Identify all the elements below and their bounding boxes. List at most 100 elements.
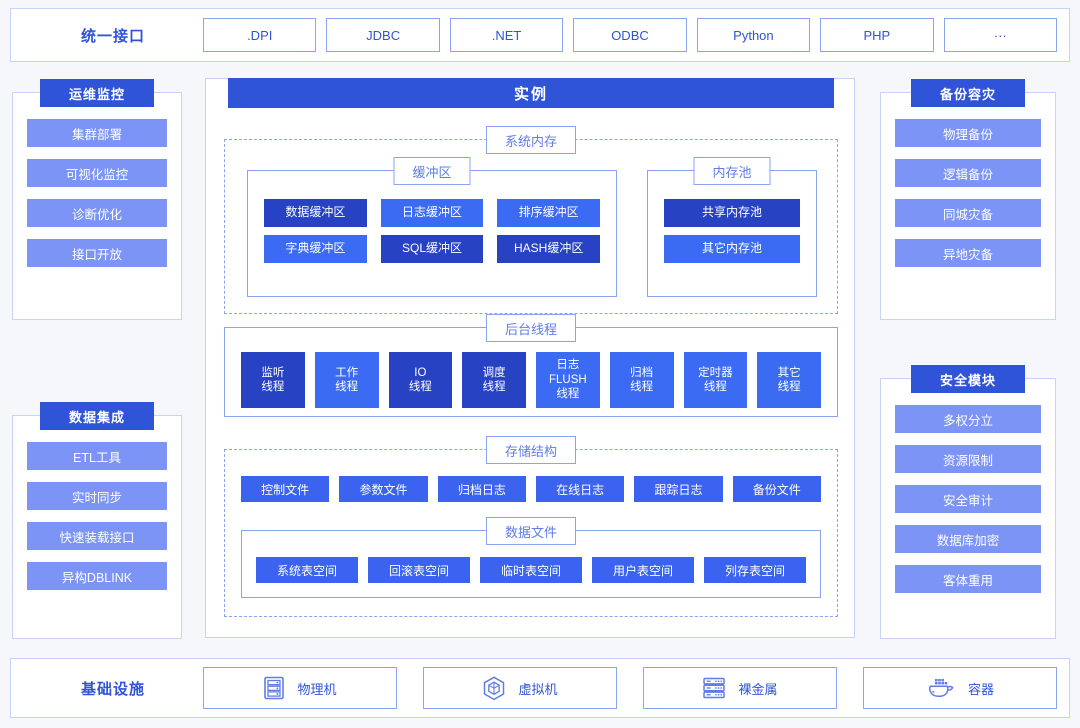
- panel-security-title: 安全模块: [911, 365, 1025, 393]
- file-parameter[interactable]: 参数文件: [339, 476, 428, 502]
- infra-virtual-machine-label: 虚拟机: [518, 681, 558, 697]
- interface-chip-dpi[interactable]: .DPI: [203, 18, 317, 52]
- sidebar-item-security-audit[interactable]: 安全审计: [895, 485, 1041, 513]
- section-storage-structure-caption: 存储结构: [485, 436, 577, 464]
- file-trace-log[interactable]: 跟踪日志: [634, 476, 723, 502]
- buffer-box-grid: 数据缓冲区 日志缓冲区 排序缓冲区 字典缓冲区 SQL缓冲区 HASH缓冲区: [248, 171, 616, 277]
- infrastructure-chip-list: 物理机 虚拟机: [203, 667, 1057, 709]
- file-control[interactable]: 控制文件: [241, 476, 330, 502]
- file-backup[interactable]: 备份文件: [732, 476, 821, 502]
- section-memory-pool: 内存池 共享内存池 其它内存池: [647, 157, 817, 297]
- infra-virtual-machine[interactable]: 虚拟机: [423, 667, 617, 709]
- unified-interface-bar: 统一接口 .DPI JDBC .NET ODBC Python PHP ···: [10, 8, 1070, 62]
- cube-icon: [482, 676, 506, 701]
- interface-chip-list: .DPI JDBC .NET ODBC Python PHP ···: [203, 18, 1057, 52]
- buffer-log[interactable]: 日志缓冲区: [380, 199, 484, 227]
- tablespace-system[interactable]: 系统表空间: [256, 557, 358, 583]
- infra-physical-machine-label: 物理机: [297, 681, 337, 697]
- interface-chip-odbc[interactable]: ODBC: [573, 18, 687, 52]
- infrastructure-title: 基础设施: [80, 680, 145, 698]
- section-storage-structure: 存储结构 控制文件 参数文件 归档日志 在线日志 跟踪日志 备份文件 数据文件 …: [224, 436, 838, 617]
- sidebar-item-object-reuse[interactable]: 客体重用: [895, 565, 1041, 593]
- docker-whale-icon: [926, 676, 956, 700]
- thread-archive[interactable]: 归档线程: [609, 352, 674, 408]
- interface-chip-more[interactable]: ···: [943, 18, 1057, 52]
- infra-physical-machine[interactable]: 物理机: [203, 667, 397, 709]
- buffer-hash[interactable]: HASH缓冲区: [497, 235, 600, 263]
- sidebar-item-hetero-dblink[interactable]: 异构DBLINK: [27, 562, 167, 590]
- thread-worker[interactable]: 工作线程: [314, 352, 379, 408]
- interface-chip-php[interactable]: PHP: [820, 18, 934, 52]
- thread-scheduler[interactable]: 调度线程: [462, 352, 526, 408]
- file-archive-log[interactable]: 归档日志: [437, 476, 526, 502]
- sidebar-item-fast-load[interactable]: 快速装载接口: [27, 522, 167, 550]
- sidebar-item-remote-dr[interactable]: 异地灾备: [895, 239, 1041, 267]
- panel-ops-monitoring: 运维监控 集群部署 可视化监控 诊断优化 接口开放: [12, 79, 182, 320]
- pool-shared[interactable]: 共享内存池: [664, 199, 800, 227]
- buffer-data[interactable]: 数据缓冲区: [264, 199, 367, 227]
- tablespace-column[interactable]: 列存表空间: [704, 557, 806, 583]
- section-system-memory-caption: 系统内存: [485, 126, 577, 154]
- sidebar-item-diagnose-optimize[interactable]: 诊断优化: [27, 199, 167, 227]
- sidebar-item-cluster-deploy[interactable]: 集群部署: [27, 119, 167, 147]
- section-system-memory: 系统内存 缓冲区 数据缓冲区 日志缓冲区 排序缓冲区 字典缓冲区 SQL缓冲区 …: [224, 126, 838, 314]
- sidebar-item-open-interface[interactable]: 接口开放: [27, 239, 167, 267]
- sidebar-item-local-dr[interactable]: 同城灾备: [895, 199, 1041, 227]
- tablespace-temp[interactable]: 临时表空间: [480, 557, 582, 583]
- interface-chip-net[interactable]: .NET: [449, 18, 564, 52]
- sidebar-item-db-encryption[interactable]: 数据库加密: [895, 525, 1041, 553]
- sidebar-item-physical-backup[interactable]: 物理备份: [895, 119, 1041, 147]
- thread-listener[interactable]: 监听线程: [241, 352, 305, 408]
- panel-backup-dr-body: 备份容灾 物理备份 逻辑备份 同城灾备 异地灾备: [880, 79, 1056, 320]
- infra-container[interactable]: 容器: [863, 667, 1057, 709]
- pool-other[interactable]: 其它内存池: [664, 235, 800, 263]
- interface-chip-python[interactable]: Python: [696, 18, 811, 52]
- infra-bare-metal[interactable]: 裸金属: [643, 667, 837, 709]
- section-background-threads-caption: 后台线程: [485, 314, 577, 342]
- server-rack-icon: [263, 676, 285, 700]
- buffer-sql[interactable]: SQL缓冲区: [380, 235, 484, 263]
- tablespace-user[interactable]: 用户表空间: [592, 557, 694, 583]
- sidebar-item-etl-tool[interactable]: ETL工具: [27, 442, 167, 470]
- section-data-file-caption: 数据文件: [485, 517, 577, 545]
- instance-panel: 实例 系统内存 缓冲区 数据缓冲区 日志缓冲区 排序缓冲区 字典缓冲区 SQL缓…: [205, 78, 855, 638]
- panel-security-body: 安全模块 多权分立 资源限制 安全审计 数据库加密 客体重用: [880, 365, 1056, 639]
- panel-data-integration-body: 数据集成 ETL工具 实时同步 快速装载接口 异构DBLINK: [12, 402, 182, 639]
- infra-bare-metal-label: 裸金属: [738, 681, 778, 697]
- infra-container-label: 容器: [967, 681, 994, 697]
- section-memory-pool-caption: 内存池: [693, 157, 771, 185]
- file-online-log[interactable]: 在线日志: [535, 476, 625, 502]
- section-buffer: 缓冲区 数据缓冲区 日志缓冲区 排序缓冲区 字典缓冲区 SQL缓冲区 HASH缓…: [247, 157, 617, 297]
- sidebar-item-visual-monitor[interactable]: 可视化监控: [27, 159, 167, 187]
- sidebar-item-realtime-sync[interactable]: 实时同步: [27, 482, 167, 510]
- storage-file-row: 控制文件 参数文件 归档日志 在线日志 跟踪日志 备份文件: [225, 450, 837, 502]
- panel-security: 安全模块 多权分立 资源限制 安全审计 数据库加密 客体重用: [880, 365, 1056, 639]
- sidebar-item-separation-of-powers[interactable]: 多权分立: [895, 405, 1041, 433]
- panel-ops-monitoring-body: 运维监控 集群部署 可视化监控 诊断优化 接口开放: [12, 79, 182, 320]
- thread-other[interactable]: 其它线程: [757, 352, 821, 408]
- server-stack-icon: [702, 676, 726, 700]
- panel-data-integration-title: 数据集成: [40, 402, 154, 430]
- section-data-file: 数据文件 系统表空间 回滚表空间 临时表空间 用户表空间 列存表空间: [241, 517, 821, 598]
- panel-backup-dr: 备份容灾 物理备份 逻辑备份 同城灾备 异地灾备: [880, 79, 1056, 320]
- infrastructure-bar: 基础设施 物理机: [10, 658, 1070, 718]
- instance-title: 实例: [228, 78, 834, 108]
- unified-interface-title: 统一接口: [80, 27, 145, 45]
- tablespace-row: 系统表空间 回滚表空间 临时表空间 用户表空间 列存表空间: [242, 531, 820, 597]
- sidebar-item-resource-limit[interactable]: 资源限制: [895, 445, 1041, 473]
- panel-backup-dr-title: 备份容灾: [911, 79, 1025, 107]
- memory-pool-grid: 共享内存池 其它内存池: [648, 171, 816, 277]
- tablespace-rollback[interactable]: 回滚表空间: [368, 557, 470, 583]
- system-memory-body: 缓冲区 数据缓冲区 日志缓冲区 排序缓冲区 字典缓冲区 SQL缓冲区 HASH缓…: [225, 140, 837, 313]
- thread-timer[interactable]: 定时器线程: [683, 352, 748, 408]
- section-buffer-caption: 缓冲区: [393, 157, 471, 185]
- buffer-dict[interactable]: 字典缓冲区: [264, 235, 367, 263]
- buffer-sort[interactable]: 排序缓冲区: [497, 199, 600, 227]
- sidebar-item-logical-backup[interactable]: 逻辑备份: [895, 159, 1041, 187]
- interface-chip-jdbc[interactable]: JDBC: [326, 18, 440, 52]
